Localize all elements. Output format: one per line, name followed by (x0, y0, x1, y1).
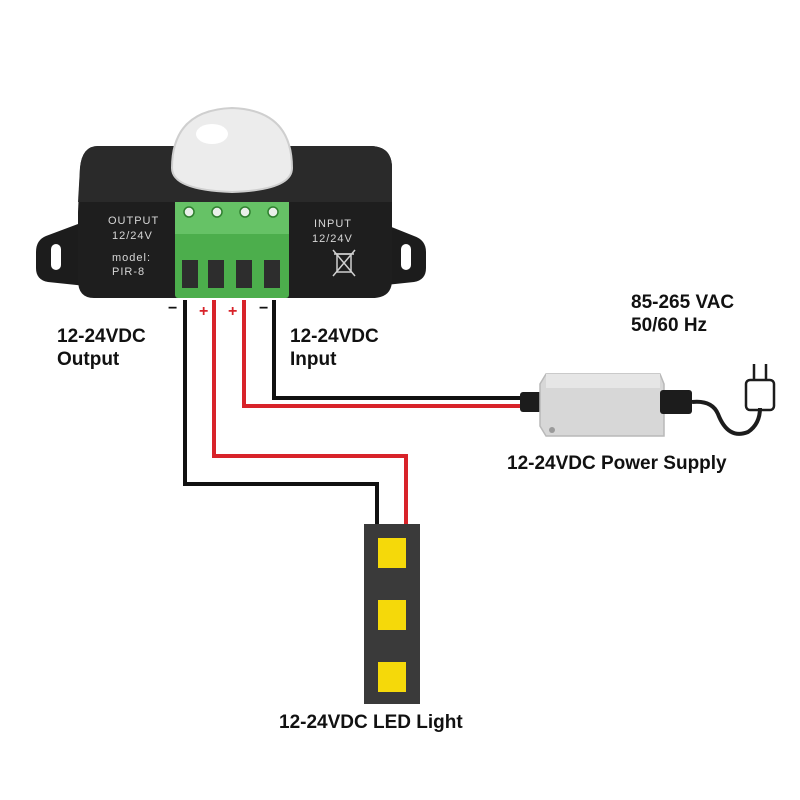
ac-cable-connector (660, 390, 692, 414)
led-strip (364, 524, 420, 704)
terminal-3-polarity: + (228, 303, 238, 320)
input-label-line1: 12-24VDC (290, 326, 379, 347)
pir-controller (36, 106, 426, 298)
led-chip-1 (378, 538, 406, 568)
ac-cable (691, 399, 762, 436)
left-mounting-slot (51, 244, 61, 270)
led-light-label: 12-24VDC LED Light (279, 712, 463, 733)
terminal-1-polarity: − (168, 300, 178, 317)
output-voltage: 12/24V (112, 230, 153, 242)
input-title: INPUT (314, 218, 352, 230)
terminal-2-polarity: + (199, 303, 209, 320)
led-positive-wire (212, 300, 408, 526)
ac-input-label-line1: 85-265 VAC (631, 292, 735, 313)
led-chip-3 (378, 662, 406, 692)
input-label-line2: Input (290, 349, 337, 370)
led-negative-wire (183, 300, 379, 526)
pir-dome-highlight (196, 124, 228, 144)
ac-plug-icon (744, 364, 776, 412)
input-negative-wire (272, 300, 524, 400)
weee-bin-icon (332, 249, 356, 277)
power-supply-cable-stub (520, 392, 542, 412)
model-label: model: (112, 252, 152, 264)
power-supply-led (549, 427, 555, 433)
input-voltage: 12/24V (312, 233, 353, 245)
model-name: PIR-8 (112, 266, 146, 278)
output-label-line1: 12-24VDC (57, 326, 146, 347)
input-positive-wire (242, 300, 524, 408)
power-supply (520, 364, 776, 437)
pir-sensor-dome (170, 106, 294, 194)
power-supply-case-top (546, 374, 660, 388)
output-title: OUTPUT (108, 215, 160, 227)
terminal-openings (182, 260, 280, 288)
terminal-4-polarity: − (259, 300, 269, 317)
power-supply-label: 12-24VDC Power Supply (507, 453, 727, 474)
output-label-line2: Output (57, 349, 120, 370)
led-chip-2 (378, 600, 406, 630)
terminal-screws (183, 206, 279, 218)
ac-input-label-line2: 50/60 Hz (631, 315, 708, 336)
right-mounting-slot (401, 244, 411, 270)
wires (183, 300, 524, 526)
power-supply-case (539, 373, 665, 437)
